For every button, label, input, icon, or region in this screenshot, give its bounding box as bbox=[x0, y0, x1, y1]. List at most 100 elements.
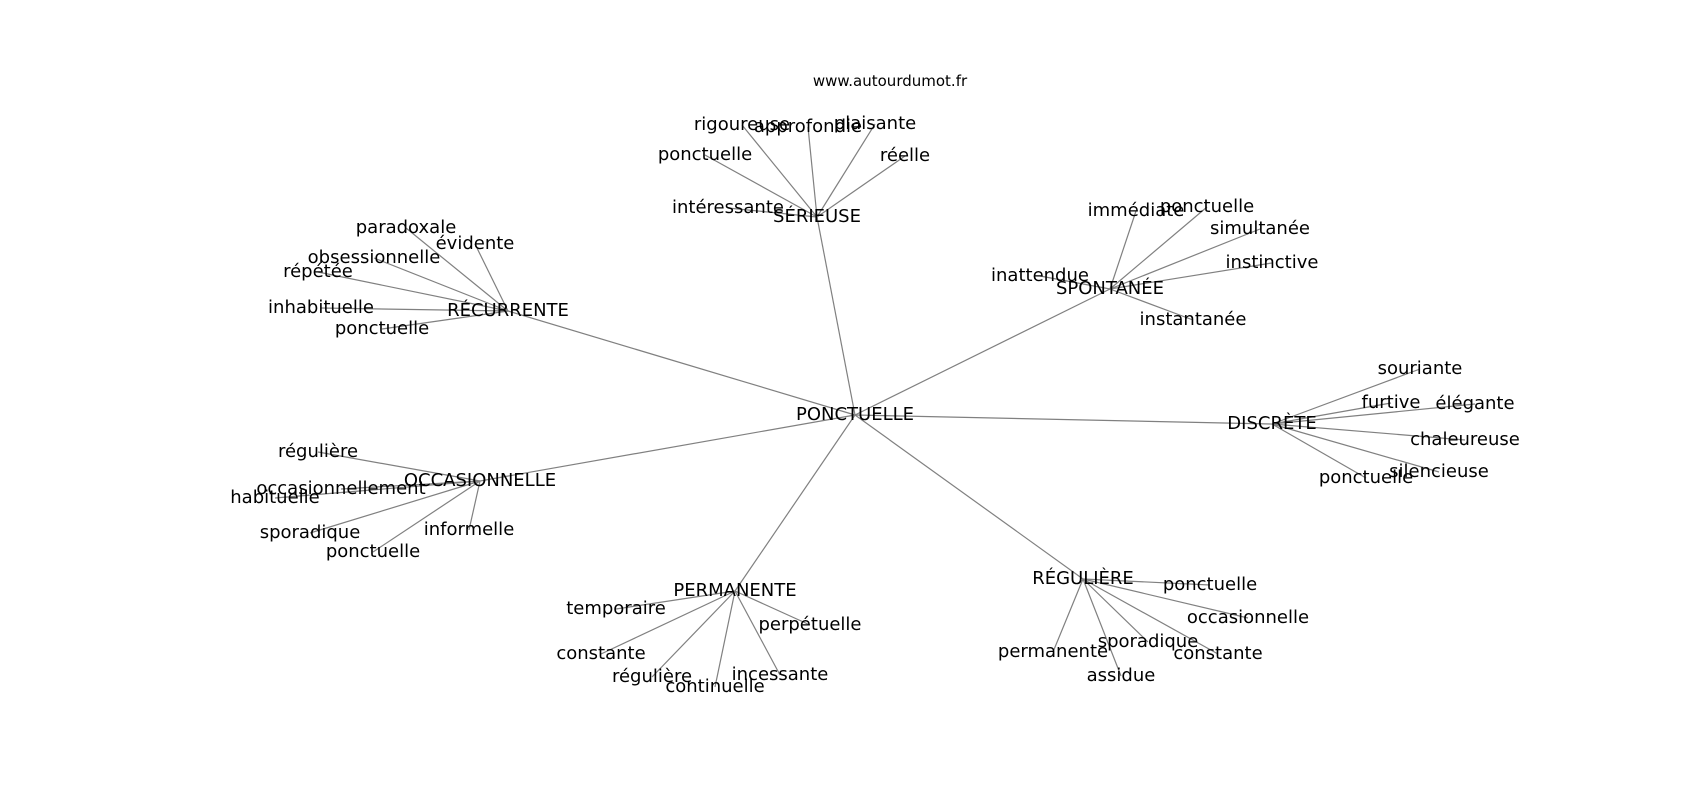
leaf-node-label: ponctuelle bbox=[1163, 574, 1257, 595]
leaf-node-label: élégante bbox=[1435, 393, 1514, 414]
leaf-node-label: silencieuse bbox=[1389, 461, 1489, 482]
graph-labels: PONCTUELLESÉRIEUSErigoureuseapprofondiep… bbox=[230, 113, 1520, 697]
edge-hub-leaf bbox=[816, 155, 906, 218]
root-node-label: PONCTUELLE bbox=[796, 404, 914, 425]
edge-hub-leaf bbox=[373, 257, 509, 312]
leaf-node-label: occasionnelle bbox=[1187, 607, 1309, 628]
leaf-node-label: instantanée bbox=[1140, 309, 1247, 330]
edge-hub-leaf bbox=[600, 590, 736, 655]
leaf-node-label: simultanée bbox=[1210, 218, 1310, 239]
leaf-node-label: sporadique bbox=[1098, 631, 1199, 652]
hub-node-label: DISCRÈTE bbox=[1227, 412, 1316, 434]
leaf-node-label: assidue bbox=[1087, 665, 1156, 686]
edge-hub-leaf bbox=[372, 480, 481, 553]
edge-root-hub bbox=[734, 414, 856, 592]
leaf-node-label: ponctuelle bbox=[326, 541, 420, 562]
edge-root-hub bbox=[854, 414, 1273, 425]
edge-hub-leaf bbox=[1271, 423, 1466, 441]
edge-root-hub bbox=[816, 216, 856, 416]
leaf-node-label: rigoureuse bbox=[694, 114, 790, 135]
edge-hub-leaf bbox=[1271, 423, 1440, 473]
leaf-node-label: répétée bbox=[283, 261, 353, 282]
edge-hub-leaf bbox=[1271, 402, 1392, 425]
edge-hub-leaf bbox=[704, 154, 818, 218]
edge-hub-leaf bbox=[1039, 275, 1111, 290]
edge-hub-leaf bbox=[651, 590, 736, 678]
leaf-node-label: incessante bbox=[732, 664, 829, 685]
leaf-node-label: obsessionnelle bbox=[308, 247, 441, 268]
edge-hub-leaf bbox=[468, 480, 481, 531]
edge-hub-leaf bbox=[734, 590, 811, 626]
edge-root-hub bbox=[479, 414, 856, 482]
leaf-node-label: habituelle bbox=[230, 487, 319, 508]
leaf-node-label: ponctuelle bbox=[1160, 196, 1254, 217]
leaf-node-label: ponctuelle bbox=[1319, 467, 1413, 488]
edge-hub-leaf bbox=[1109, 210, 1137, 290]
leaf-node-label: évidente bbox=[436, 233, 515, 254]
edge-hub-leaf bbox=[741, 124, 818, 218]
edge-hub-leaf bbox=[1052, 578, 1084, 653]
edge-hub-leaf bbox=[714, 590, 736, 688]
edge-hub-leaf bbox=[727, 207, 818, 218]
leaf-node-label: réelle bbox=[880, 145, 930, 166]
leaf-node-label: perpétuelle bbox=[758, 614, 861, 635]
edge-hub-leaf bbox=[405, 227, 509, 312]
leaf-node-label: ponctuelle bbox=[658, 144, 752, 165]
leaf-node-label: furtive bbox=[1362, 392, 1421, 413]
leaf-node-label: constante bbox=[1173, 643, 1262, 664]
leaf-node-label: temporaire bbox=[566, 598, 666, 619]
edge-hub-leaf bbox=[1109, 288, 1194, 321]
leaf-node-label: permanente bbox=[998, 641, 1108, 662]
hub-node-label: RÉGULIÈRE bbox=[1032, 567, 1134, 589]
edge-hub-leaf bbox=[1271, 423, 1367, 479]
edge-hub-leaf bbox=[381, 310, 509, 330]
source-watermark: www.autourdumot.fr bbox=[812, 72, 968, 90]
hub-node-label: OCCASIONNELLE bbox=[404, 470, 556, 491]
edge-hub-leaf bbox=[309, 480, 481, 534]
edge-hub-leaf bbox=[1082, 578, 1149, 643]
edge-hub-leaf bbox=[1082, 578, 1122, 677]
edge-hub-leaf bbox=[317, 271, 509, 312]
leaf-node-label: occasionnellement bbox=[256, 478, 425, 499]
leaf-node-label: informelle bbox=[424, 519, 515, 540]
leaf-node-label: souriante bbox=[1378, 358, 1463, 379]
edge-hub-leaf bbox=[1082, 578, 1219, 655]
leaf-node-label: chaleureuse bbox=[1410, 429, 1520, 450]
edge-hub-leaf bbox=[1109, 262, 1273, 290]
leaf-node-label: inhabituelle bbox=[268, 297, 374, 318]
edge-hub-leaf bbox=[274, 480, 481, 499]
graph-edges bbox=[274, 123, 1476, 688]
edge-hub-leaf bbox=[734, 590, 781, 676]
edge-root-hub bbox=[854, 414, 1084, 580]
edge-hub-leaf bbox=[807, 126, 818, 218]
leaf-node-label: continuelle bbox=[665, 676, 764, 697]
leaf-node-label: immédiate bbox=[1088, 200, 1185, 221]
edge-hub-leaf bbox=[317, 451, 481, 482]
hub-node-label: RÉCURRENTE bbox=[447, 299, 569, 321]
leaf-node-label: inattendue bbox=[991, 265, 1089, 286]
leaf-node-label: sporadique bbox=[260, 522, 361, 543]
edge-hub-leaf bbox=[816, 123, 876, 218]
edge-hub-leaf bbox=[615, 590, 736, 610]
edge-hub-leaf bbox=[1271, 403, 1476, 425]
leaf-node-label: intéressante bbox=[672, 197, 784, 218]
leaf-node-label: approfondie bbox=[754, 116, 862, 137]
edge-hub-leaf bbox=[1082, 578, 1211, 586]
edge-root-hub bbox=[507, 310, 856, 416]
leaf-node-label: instinctive bbox=[1226, 252, 1319, 273]
leaf-node-label: plaisante bbox=[834, 113, 916, 134]
edge-hub-leaf bbox=[1109, 228, 1261, 290]
hub-node-label: SÉRIEUSE bbox=[773, 205, 861, 227]
edge-hub-leaf bbox=[320, 307, 509, 312]
edge-root-hub bbox=[854, 288, 1111, 416]
leaf-node-label: constante bbox=[556, 643, 645, 664]
edge-hub-leaf bbox=[1109, 206, 1208, 290]
leaf-node-label: régulière bbox=[278, 441, 358, 462]
leaf-node-label: ponctuelle bbox=[335, 318, 429, 339]
hub-node-label: PERMANENTE bbox=[673, 580, 796, 601]
edge-hub-leaf bbox=[1271, 368, 1421, 425]
hub-node-label: SPONTANÉE bbox=[1056, 277, 1164, 299]
leaf-node-label: paradoxale bbox=[356, 217, 457, 238]
edge-hub-leaf bbox=[1082, 578, 1249, 619]
